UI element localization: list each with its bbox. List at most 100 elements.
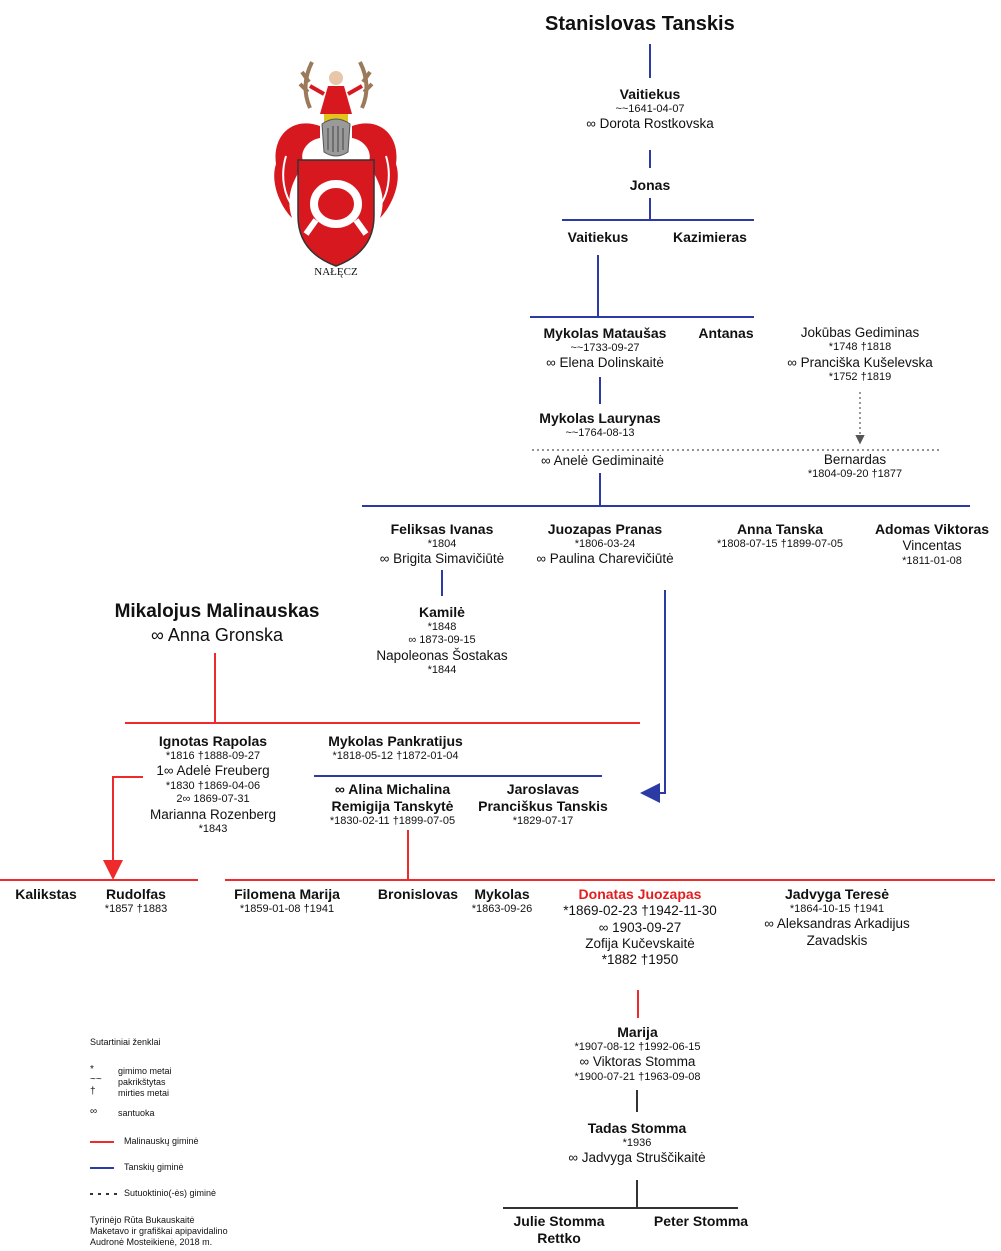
person-name: Feliksas Ivanas bbox=[390, 521, 494, 537]
node-kazimieras: Kazimieras bbox=[660, 229, 760, 246]
person-dates: *1816 †1888-09-27 bbox=[165, 750, 261, 763]
legend-symbol-death: † bbox=[90, 1086, 96, 1097]
marriage-date: ∞ 1903-09-27 bbox=[598, 919, 682, 935]
person-name: Jonas bbox=[629, 177, 671, 193]
person-name: Peter Stomma bbox=[653, 1213, 749, 1229]
person-dates: ~~1641-04-07 bbox=[615, 103, 685, 116]
spouse-name: ∞ Elena Dolinskaitė bbox=[546, 355, 664, 371]
legend-label-tanskiai: Tanskių giminė bbox=[124, 1162, 184, 1172]
person-name: Juozapas Pranas bbox=[547, 521, 663, 537]
spouse-dates: *1752 †1819 bbox=[828, 371, 892, 384]
legend-label-spouse-family: Sutuoktinio(-ės) giminė bbox=[124, 1188, 217, 1198]
node-filomena-marija: Filomena Marija *1859-01-08 †1941 bbox=[222, 886, 352, 916]
person-name: Vaitiekus bbox=[567, 229, 629, 245]
marriage-2-date: 2∞ 1869-07-31 bbox=[176, 793, 250, 806]
person-dates: *1907-08-12 †1992-06-15 bbox=[574, 1041, 701, 1054]
node-julie-stomma: Julie Stomma Rettko bbox=[498, 1213, 620, 1247]
person-dates: *1806-03-24 bbox=[574, 538, 636, 551]
person-dates: *1864-10-15 †1941 bbox=[789, 903, 885, 916]
person-dates: *1748 †1818 bbox=[828, 341, 892, 354]
legend-label-birth: gimimo metai bbox=[118, 1066, 172, 1076]
person-name: Filomena Marija bbox=[234, 886, 340, 902]
root-name: Stanislovas Tanskis bbox=[545, 13, 735, 35]
legend-label-malinauskai: Malinauskų giminė bbox=[124, 1136, 199, 1146]
legend-credit-2: Maketavo ir grafiškai apipavidalino bbox=[90, 1226, 228, 1236]
person-dates: ~~1764-08-13 bbox=[565, 427, 635, 440]
node-mikalojus-malinauskas: Mikalojus Malinauskas ∞ Anna Gronska bbox=[92, 600, 342, 647]
node-jadvyga-terese: Jadvyga Teresė *1864-10-15 †1941 ∞ Aleks… bbox=[748, 886, 926, 949]
node-vaitiekus-2: Vaitiekus bbox=[558, 229, 638, 246]
legend-label-marriage: santuoka bbox=[118, 1108, 155, 1118]
node-mykolas-pankratijus: Mykolas Pankratijus *1818-05-12 †1872-01… bbox=[308, 733, 483, 763]
node-juozapas-pranas: Juozapas Pranas *1806-03-24 ∞ Paulina Ch… bbox=[520, 521, 690, 568]
node-feliksas-ivanas: Feliksas Ivanas *1804 ∞ Brigita Simaviči… bbox=[362, 521, 522, 568]
spouse-dates: *1844 bbox=[427, 664, 457, 677]
spouse-name: ∞ Paulina Charevičiūtė bbox=[536, 551, 674, 567]
spouse-name-line2: Zavadskis bbox=[806, 932, 868, 948]
spouse-name: ∞ Jadvyga Struščikaitė bbox=[568, 1150, 706, 1166]
node-kamile: Kamilė *1848 ∞ 1873-09-15 Napoleonas Šos… bbox=[357, 604, 527, 678]
person-name: Mikalojus Malinauskas bbox=[114, 601, 320, 622]
person-name: Mykolas Mataušas bbox=[543, 325, 667, 341]
person-name: Mykolas Pankratijus bbox=[328, 733, 463, 749]
person-dates: *1863-09-26 bbox=[471, 903, 533, 916]
person-dates: *1829-07-17 bbox=[512, 815, 574, 828]
person-name: Mykolas bbox=[474, 886, 530, 902]
person-name: Ignotas Rapolas bbox=[158, 733, 268, 749]
spouse-name: ∞ Dorota Rostkovska bbox=[586, 116, 714, 132]
person-dates: *1811-01-08 bbox=[902, 554, 962, 567]
person-name: Rudolfas bbox=[106, 886, 166, 902]
person-dates: *1804 bbox=[427, 538, 457, 551]
node-peter-stomma: Peter Stomma bbox=[640, 1213, 762, 1230]
person-name: Jadvyga Teresė bbox=[784, 886, 890, 902]
person-dates: *1818-05-12 †1872-01-04 bbox=[332, 750, 459, 763]
node-bronislovas: Bronislovas bbox=[368, 886, 468, 903]
legend-credit-3: Audronė Mosteikienė, 2018 m. bbox=[90, 1237, 213, 1247]
person-name: Anna Tanska bbox=[736, 521, 824, 537]
spouse-1-name: 1∞ Adelė Freuberg bbox=[156, 763, 270, 779]
legend-symbol-marriage: ∞ bbox=[90, 1106, 98, 1117]
line-juozapas-jaroslavas bbox=[640, 590, 666, 803]
spouse-name: Zofija Kučevskaitė bbox=[585, 936, 695, 952]
node-ignotas-rapolas: Ignotas Rapolas *1816 †1888-09-27 1∞ Ade… bbox=[128, 733, 298, 837]
person-name-line2: Rettko bbox=[537, 1230, 581, 1247]
legend-label-baptized: pakrikštytas bbox=[118, 1077, 166, 1087]
person-name: Adomas Viktoras bbox=[874, 521, 990, 537]
person-dates: *1808-07-15 †1899-07-05 bbox=[717, 538, 843, 551]
person-dates: *1869-02-23 †1942-11-30 bbox=[563, 903, 717, 919]
node-vaitiekus-1: Vaitiekus ~~1641-04-07 ∞ Dorota Rostkovs… bbox=[570, 86, 730, 133]
node-mykolas-b: Mykolas *1863-09-26 bbox=[462, 886, 542, 916]
spouse-name: Napoleonas Šostakas bbox=[376, 647, 508, 663]
person-dates: *1936 bbox=[622, 1137, 652, 1150]
person-name: Bernardas bbox=[823, 452, 887, 467]
node-stanislovas-tanskis: Stanislovas Tanskis bbox=[545, 12, 735, 36]
legend-symbol-baptized: ~~ bbox=[90, 1074, 102, 1085]
node-donatas-juozapas: Donatas Juozapas *1869-02-23 †1942-11-30… bbox=[540, 886, 740, 969]
spouse-name: ∞ Pranciška Kušelevska bbox=[787, 354, 933, 370]
person-name: Marija bbox=[617, 1024, 658, 1040]
person-name: Jokūbas Gediminas bbox=[800, 325, 920, 340]
spouse-name-line1: ∞ Aleksandras Arkadijus bbox=[764, 916, 910, 932]
spouse-name-line2: Remigija Tanskytė bbox=[331, 798, 454, 815]
person-name-line1: Julie Stomma bbox=[513, 1213, 605, 1229]
line-ignotas-children bbox=[103, 776, 143, 880]
spouse-dates: *1830-02-11 †1899-07-05 bbox=[329, 815, 456, 828]
node-bernardas: Bernardas *1804-09-20 †1877 bbox=[780, 452, 930, 482]
person-dates: *1804-09-20 †1877 bbox=[807, 468, 903, 481]
person-second-name: Vincentas bbox=[902, 538, 962, 554]
person-name: Mykolas Laurynas bbox=[539, 410, 661, 426]
node-kalikstas: Kalikstas bbox=[6, 886, 86, 903]
spouse-anele: ∞ Anelė Gediminaitė bbox=[525, 453, 680, 469]
spouse-dates: *1882 †1950 bbox=[601, 952, 679, 968]
coat-of-arms-image bbox=[274, 61, 398, 267]
person-name: Tadas Stomma bbox=[587, 1120, 687, 1136]
person-dates: *1857 †1883 bbox=[104, 903, 168, 916]
node-mykolas-matausas: Mykolas Mataušas ~~1733-09-27 ∞ Elena Do… bbox=[525, 325, 685, 372]
legend-credit-1: Tyrinėjo Rūta Bukauskaitė bbox=[90, 1215, 195, 1225]
node-tadas-stomma: Tadas Stomma *1936 ∞ Jadvyga Struščikait… bbox=[552, 1120, 722, 1167]
spouse-name: ∞ Anna Gronska bbox=[151, 625, 283, 646]
person-name-highlighted: Donatas Juozapas bbox=[578, 886, 702, 902]
person-name: Vaitiekus bbox=[619, 86, 681, 102]
